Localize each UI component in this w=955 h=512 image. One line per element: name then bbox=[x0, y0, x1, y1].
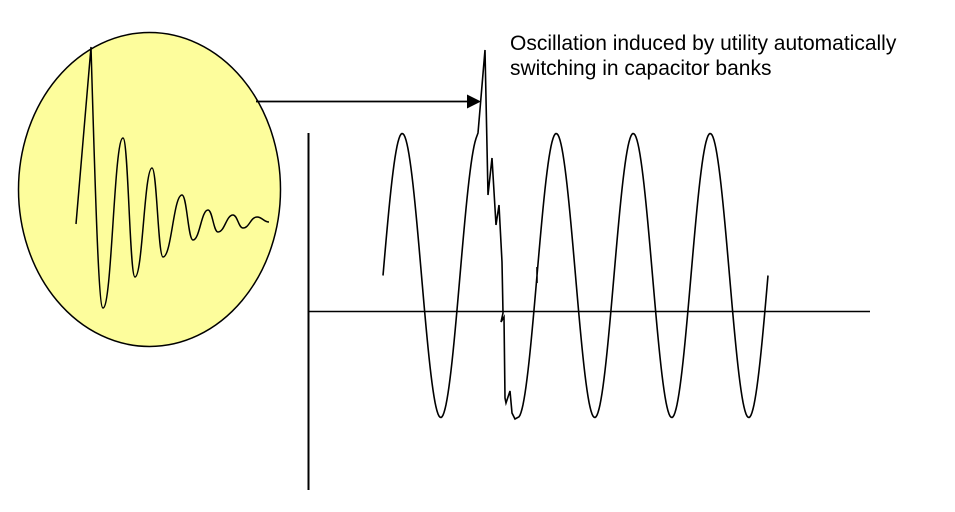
magnifier-ellipse bbox=[17, 31, 282, 348]
transient-detail-waveform bbox=[75, 46, 270, 309]
distorted-sine-waveform bbox=[382, 49, 769, 421]
annotation-line-1: Oscillation induced by utility automatic… bbox=[510, 32, 897, 55]
arrow-head-icon bbox=[467, 94, 481, 109]
annotation-text: Oscillation induced by utility automatic… bbox=[510, 31, 896, 81]
annotation-line-2: switching in capacitor banks bbox=[510, 57, 772, 80]
